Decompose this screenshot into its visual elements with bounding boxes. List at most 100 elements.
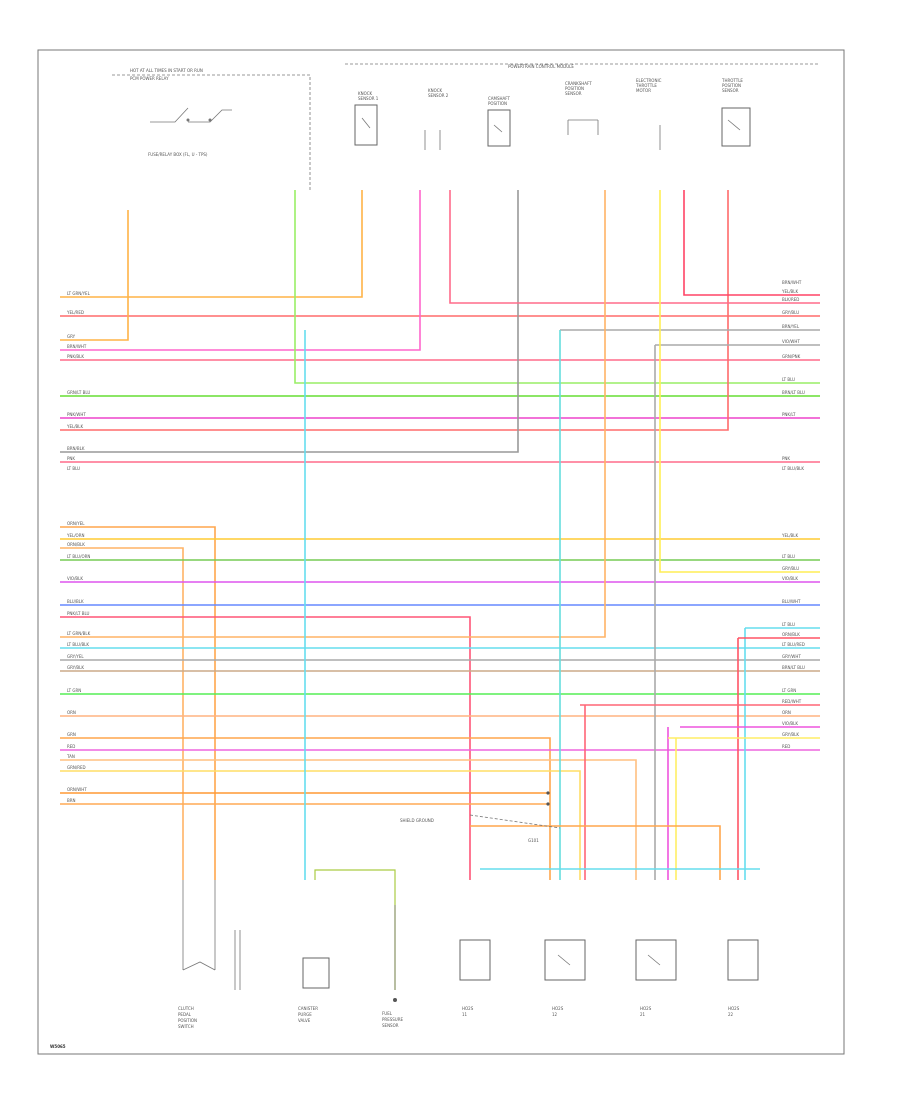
svg-text:TAN: TAN xyxy=(66,754,75,759)
svg-text:BRN/WHT: BRN/WHT xyxy=(67,344,87,349)
wire-gray-1 xyxy=(60,190,519,453)
svg-text:ORN/BLK: ORN/BLK xyxy=(782,632,800,637)
svg-text:22: 22 xyxy=(728,1012,734,1017)
svg-text:PCM POWER RELAY: PCM POWER RELAY xyxy=(130,76,169,81)
wire-orange-7 xyxy=(60,759,637,880)
svg-text:BLU/WHT: BLU/WHT xyxy=(782,599,801,604)
svg-text:LT GRN: LT GRN xyxy=(67,688,81,693)
svg-text:CRANKSHAFT: CRANKSHAFT xyxy=(565,81,592,86)
wire-red-5 xyxy=(449,190,820,304)
svg-text:THROTTLE: THROTTLE xyxy=(635,83,657,88)
wire-red-9 xyxy=(580,704,820,880)
svg-text:LT GRN/YEL: LT GRN/YEL xyxy=(67,291,91,296)
wire-orange-top xyxy=(60,190,363,298)
svg-text:LT BLU: LT BLU xyxy=(782,377,795,382)
svg-text:KNOCK: KNOCK xyxy=(358,91,373,96)
svg-text:GRY/BLK: GRY/BLK xyxy=(67,665,84,670)
svg-text:GRN: GRN xyxy=(67,732,76,737)
ho2s-22: HO2S 22 xyxy=(727,939,759,1017)
svg-text:ORN/YEL: ORN/YEL xyxy=(67,521,85,526)
wire-red-7 xyxy=(60,616,471,880)
svg-text:PNK/BLK: PNK/BLK xyxy=(67,354,84,359)
svg-text:LT BLU/ORN: LT BLU/ORN xyxy=(67,554,90,559)
svg-text:KNOCK: KNOCK xyxy=(428,88,443,93)
right-wire-labels: BRN/WHT YEL/BLK BLK/RED GRY/BLU BRN/YEL … xyxy=(781,280,805,749)
svg-text:PNK: PNK xyxy=(782,456,790,461)
svg-text:SENSOR: SENSOR xyxy=(565,91,582,96)
clutch-switch: CLUTCH PEDAL POSITION SWITCH xyxy=(178,880,241,1029)
svg-text:GRN/PNK: GRN/PNK xyxy=(782,354,801,359)
svg-text:GRY/BLU: GRY/BLU xyxy=(782,566,799,571)
svg-text:BLU/BLK: BLU/BLK xyxy=(67,599,84,604)
svg-text:G101: G101 xyxy=(528,838,539,843)
svg-text:RED/WHT: RED/WHT xyxy=(782,699,802,704)
svg-text:POSITION: POSITION xyxy=(565,86,584,91)
pcm-power-relay: HOT AT ALL TIMES IN START OR RUN PCM POW… xyxy=(112,68,311,190)
svg-text:SHIELD GROUND: SHIELD GROUND xyxy=(400,818,434,823)
svg-text:BRN/YEL: BRN/YEL xyxy=(782,324,800,329)
svg-text:YEL/BLK: YEL/BLK xyxy=(66,424,84,429)
svg-text:BRN/LT BLU: BRN/LT BLU xyxy=(782,665,805,670)
svg-text:POSITION: POSITION xyxy=(178,1018,197,1023)
wire-pink-1 xyxy=(60,210,129,341)
relay-title: HOT AT ALL TIMES IN START OR RUN xyxy=(130,68,203,73)
svg-text:12: 12 xyxy=(552,1012,558,1017)
svg-text:YEL/RED: YEL/RED xyxy=(66,310,84,315)
svg-text:POSITION: POSITION xyxy=(488,101,507,106)
svg-text:VIO/BLK: VIO/BLK xyxy=(782,721,798,726)
svg-text:PNK: PNK xyxy=(67,456,75,461)
svg-text:SWITCH: SWITCH xyxy=(178,1024,194,1029)
svg-text:RED: RED xyxy=(67,744,75,749)
knock-sensor-1: KNOCK SENSOR 1 xyxy=(354,91,379,146)
svg-text:BRN: BRN xyxy=(67,798,76,803)
svg-text:SENSOR: SENSOR xyxy=(722,88,739,93)
knock-sensor-2: KNOCK SENSOR 2 xyxy=(424,88,449,150)
svg-text:PNK/WHT: PNK/WHT xyxy=(67,412,86,417)
svg-text:ORN/WHT: ORN/WHT xyxy=(67,787,87,792)
wire-orange-4 xyxy=(60,190,606,638)
wire-yellow-4 xyxy=(668,737,820,880)
svg-text:BRN/WHT: BRN/WHT xyxy=(782,280,802,285)
svg-text:21: 21 xyxy=(640,1012,646,1017)
svg-text:VALVE: VALVE xyxy=(298,1018,311,1023)
canister-purge: CANISTER PURGE VALVE xyxy=(298,957,330,1023)
svg-text:GRY: GRY xyxy=(67,334,76,339)
svg-text:YEL/BLK: YEL/BLK xyxy=(781,289,799,294)
svg-text:PNK/LT BLU: PNK/LT BLU xyxy=(67,611,90,616)
svg-text:FUEL: FUEL xyxy=(382,1011,393,1016)
svg-text:BRN/LT BLU: BRN/LT BLU xyxy=(782,390,805,395)
svg-text:CANISTER: CANISTER xyxy=(298,1006,318,1011)
wire-red-8 xyxy=(737,637,820,880)
svg-text:PRESSURE: PRESSURE xyxy=(382,1017,404,1022)
wire-bus xyxy=(60,190,820,880)
svg-text:PEDAL: PEDAL xyxy=(178,1012,192,1017)
wire-magenta-1 xyxy=(60,190,421,351)
svg-text:PNK/LT: PNK/LT xyxy=(782,412,796,417)
svg-text:ORN: ORN xyxy=(67,710,76,715)
svg-text:11: 11 xyxy=(462,1012,468,1017)
svg-text:SENSOR 2: SENSOR 2 xyxy=(428,93,449,98)
footer-code: W5065 xyxy=(50,1044,66,1049)
svg-text:HO2S: HO2S xyxy=(462,1006,474,1011)
svg-text:LT GRN/BLK: LT GRN/BLK xyxy=(67,631,91,636)
svg-text:THROTTLE: THROTTLE xyxy=(721,78,743,83)
svg-text:GRN/LT BLU: GRN/LT BLU xyxy=(67,390,90,395)
crankshaft-sensor: CRANKSHAFT POSITION SENSOR xyxy=(565,81,599,135)
svg-text:HO2S: HO2S xyxy=(640,1006,652,1011)
svg-text:SENSOR 1: SENSOR 1 xyxy=(358,96,379,101)
wire-red-3 xyxy=(60,190,729,431)
svg-text:GRN/RED: GRN/RED xyxy=(67,765,86,770)
wire-red-6 xyxy=(683,190,820,296)
svg-text:ORN/BLK: ORN/BLK xyxy=(67,542,85,547)
ho2s-12: HO2S 12 xyxy=(544,939,586,1017)
wire-orange-2 xyxy=(60,526,216,880)
svg-text:GRY/BLK: GRY/BLK xyxy=(782,732,799,737)
svg-text:BRN/BLK: BRN/BLK xyxy=(67,446,85,451)
fuel-pressure-sensor: FUEL PRESSURE SENSOR xyxy=(382,905,404,1028)
svg-text:HO2S: HO2S xyxy=(552,1006,564,1011)
throttle-position-sensor: THROTTLE POSITION SENSOR xyxy=(721,78,751,147)
svg-text:MOTOR: MOTOR xyxy=(636,88,651,93)
wire-yellow-3 xyxy=(60,770,581,880)
ho2s-11: HO2S 11 xyxy=(459,939,491,1017)
